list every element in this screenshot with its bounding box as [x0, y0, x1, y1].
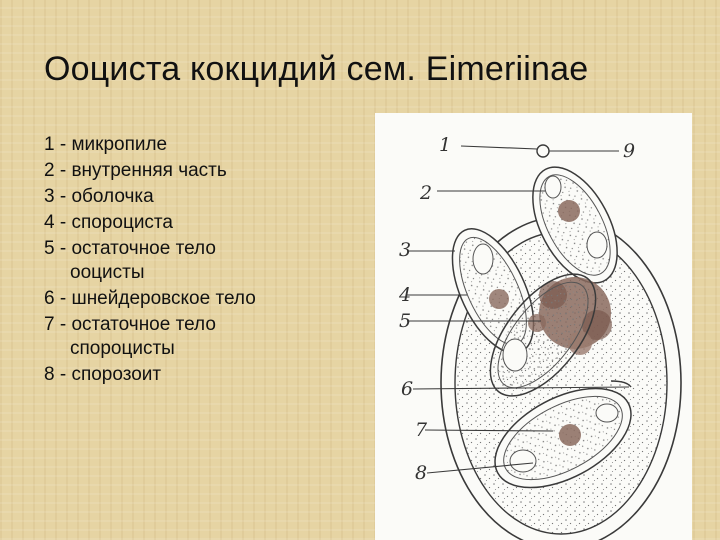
legend-item-text: 6 - шнейдеровское тело [44, 288, 256, 309]
legend-item-5: 5 - остаточное тело ооцисты [44, 237, 374, 285]
label-4: 4 [398, 284, 411, 306]
label-1: 1 [439, 134, 451, 156]
label-6: 6 [401, 378, 413, 400]
label-5: 5 [399, 310, 411, 332]
label-3: 3 [399, 239, 411, 261]
oocyst-figure: 1 9 2 3 4 5 6 7 8 [375, 113, 692, 540]
legend-item-text: 3 - оболочка [44, 186, 154, 207]
leader-lines [407, 145, 630, 474]
legend-item-8: 8 - спорозоит [44, 363, 374, 387]
sporocyst-top [532, 166, 618, 284]
legend-item-continuation: спороцисты [70, 338, 175, 359]
legend-item-2: 2 - внутренняя часть [44, 159, 374, 183]
legend-item-text: 7 - остаточное тело [44, 314, 216, 335]
sporocyst-bottom [494, 380, 632, 489]
legend-item-text: 8 - спорозоит [44, 364, 162, 385]
legend-list: 1 - микропиле 2 - внутренняя часть 3 - о… [44, 133, 374, 389]
legend-item-text: 2 - внутренняя часть [44, 160, 227, 181]
label-8: 8 [415, 462, 427, 484]
legend-item-continuation: ооцисты [70, 262, 145, 283]
sporocyst-center [489, 273, 597, 397]
legend-item-6: 6 - шнейдеровское тело [44, 287, 374, 311]
legend-item-text: 4 - спороциста [44, 212, 173, 233]
legend-item-7: 7 - остаточное тело спороцисты [44, 313, 374, 361]
page-title: Ооциста кокцидий сем. Eimeriinae [44, 50, 589, 88]
legend-item-text: 5 - остаточное тело [44, 238, 216, 259]
label-2: 2 [419, 182, 432, 204]
legend-item-4: 4 - спороциста [44, 211, 374, 235]
label-9: 9 [623, 140, 635, 162]
oocyst-diagram: 1 9 2 3 4 5 6 7 8 [398, 134, 682, 540]
micropyle [536, 144, 550, 158]
legend-item-1: 1 - микропиле [44, 133, 374, 157]
label-7: 7 [415, 419, 428, 441]
legend-item-text: 1 - микропиле [44, 134, 168, 155]
legend-item-3: 3 - оболочка [44, 185, 374, 209]
